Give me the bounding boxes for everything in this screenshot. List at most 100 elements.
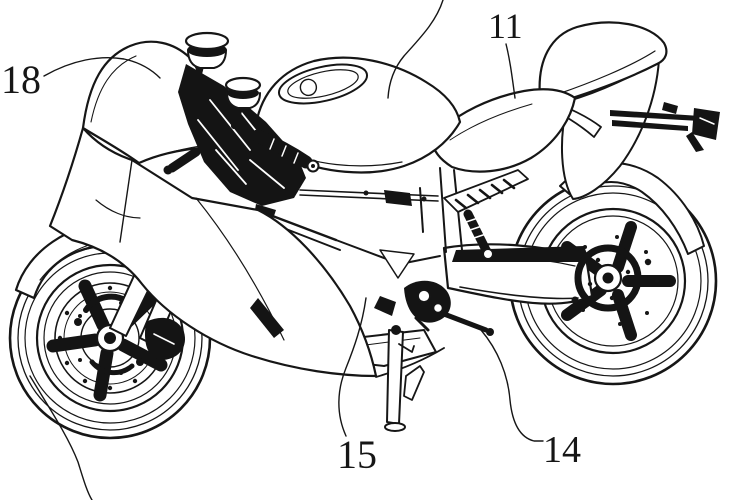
tail-section	[538, 21, 720, 200]
drawing-path	[587, 281, 593, 287]
drawing-path	[431, 88, 577, 173]
drawing-path	[581, 308, 585, 312]
fairing-vent	[250, 298, 284, 338]
drawing-path	[571, 257, 652, 304]
drawing-path	[398, 343, 415, 353]
side-stand	[384, 325, 425, 432]
drawing-path	[414, 316, 430, 332]
drawing-path	[311, 164, 315, 168]
drawing-path	[231, 105, 243, 129]
drawing-path	[454, 198, 468, 210]
drawing-path	[421, 196, 427, 202]
drawing-path	[662, 102, 678, 114]
drawing-path	[391, 325, 401, 335]
drawing-path	[417, 289, 431, 303]
reservoir-cap-left	[184, 31, 230, 96]
drawing-path	[48, 126, 378, 378]
drawing-path	[655, 279, 659, 283]
drawing-path	[486, 328, 494, 336]
drawing-path	[419, 187, 424, 233]
drawing-path	[571, 296, 579, 304]
drawing-path	[374, 296, 396, 316]
drawing-path	[299, 189, 439, 197]
drawing-path	[466, 193, 480, 205]
leader-line-11	[505, 43, 516, 99]
drawing-path	[595, 257, 601, 263]
drawing-path	[209, 99, 251, 151]
drawing-path	[609, 295, 615, 301]
drawing-path	[363, 190, 369, 196]
leader-line-14	[480, 329, 544, 442]
drawing-path	[645, 311, 649, 315]
drawing-path	[686, 132, 704, 152]
drawing-path	[375, 347, 445, 378]
drawing-path	[78, 314, 82, 318]
footrest-linkage-cluster	[374, 280, 494, 336]
drawing-path	[82, 378, 88, 384]
leader-line-18	[43, 56, 161, 79]
drawing-path	[260, 210, 338, 242]
drawing-path	[432, 302, 444, 314]
drawing-path	[469, 225, 483, 231]
seat	[431, 88, 577, 173]
rear-fender	[559, 162, 705, 255]
fuel-tank	[254, 56, 462, 174]
rear-hub-sprocket	[571, 244, 652, 312]
drawing-path	[184, 31, 230, 51]
subframe-shock	[439, 167, 529, 260]
ref-numeral-11: 11	[488, 6, 523, 46]
drawing-path	[89, 359, 135, 376]
drawing-path	[384, 422, 406, 432]
leader-line-top-truncated	[387, 0, 444, 99]
leader-lines	[29, 0, 544, 500]
drawing-path	[249, 159, 285, 189]
drawing-path	[64, 360, 70, 366]
drawing-path	[561, 284, 607, 321]
drawing-path	[644, 250, 648, 254]
drawing-path	[478, 188, 492, 200]
drawing-path	[215, 149, 247, 185]
leader-line-bottom-truncated	[29, 375, 93, 500]
drawing-path	[119, 159, 133, 243]
drawing-path	[482, 248, 494, 260]
drawing-path	[574, 244, 642, 312]
drawing-path	[454, 178, 516, 210]
drawing-path	[612, 120, 688, 131]
ref-numeral-14: 14	[543, 429, 581, 471]
drawing-path	[281, 145, 287, 157]
drawing-path	[293, 152, 299, 164]
drawing-path	[153, 333, 175, 345]
drawing-path	[46, 333, 102, 353]
license-bracket	[610, 102, 720, 152]
drawing-path	[163, 165, 173, 175]
drawing-path	[132, 378, 138, 384]
drawing-path	[473, 233, 487, 239]
drawing-path	[615, 235, 619, 239]
drawing-path	[610, 110, 700, 121]
drawing-path	[441, 311, 489, 333]
drawing-path	[299, 194, 439, 202]
ref-numeral-15: 15	[337, 432, 377, 477]
cockpit-cluster	[163, 31, 320, 206]
drawing-path	[136, 358, 144, 366]
air-duct	[443, 169, 529, 213]
handlebar-grip	[251, 129, 320, 173]
stand-hook	[403, 365, 425, 401]
swingarm	[442, 243, 594, 305]
drawing-path	[167, 147, 201, 173]
drawing-path	[197, 119, 239, 171]
drawing-path	[439, 167, 447, 253]
drawing-path	[190, 64, 204, 96]
drawing-path	[116, 338, 168, 372]
drawing-path	[699, 117, 715, 125]
drawing-path	[692, 108, 720, 140]
drawing-path	[74, 318, 82, 326]
drawing-path	[644, 258, 652, 266]
side-fairing	[48, 126, 378, 378]
drawing-path	[287, 69, 359, 99]
ref-numeral-18: 18	[1, 57, 41, 102]
drawing-path	[602, 272, 614, 284]
drawing-path	[93, 346, 114, 402]
